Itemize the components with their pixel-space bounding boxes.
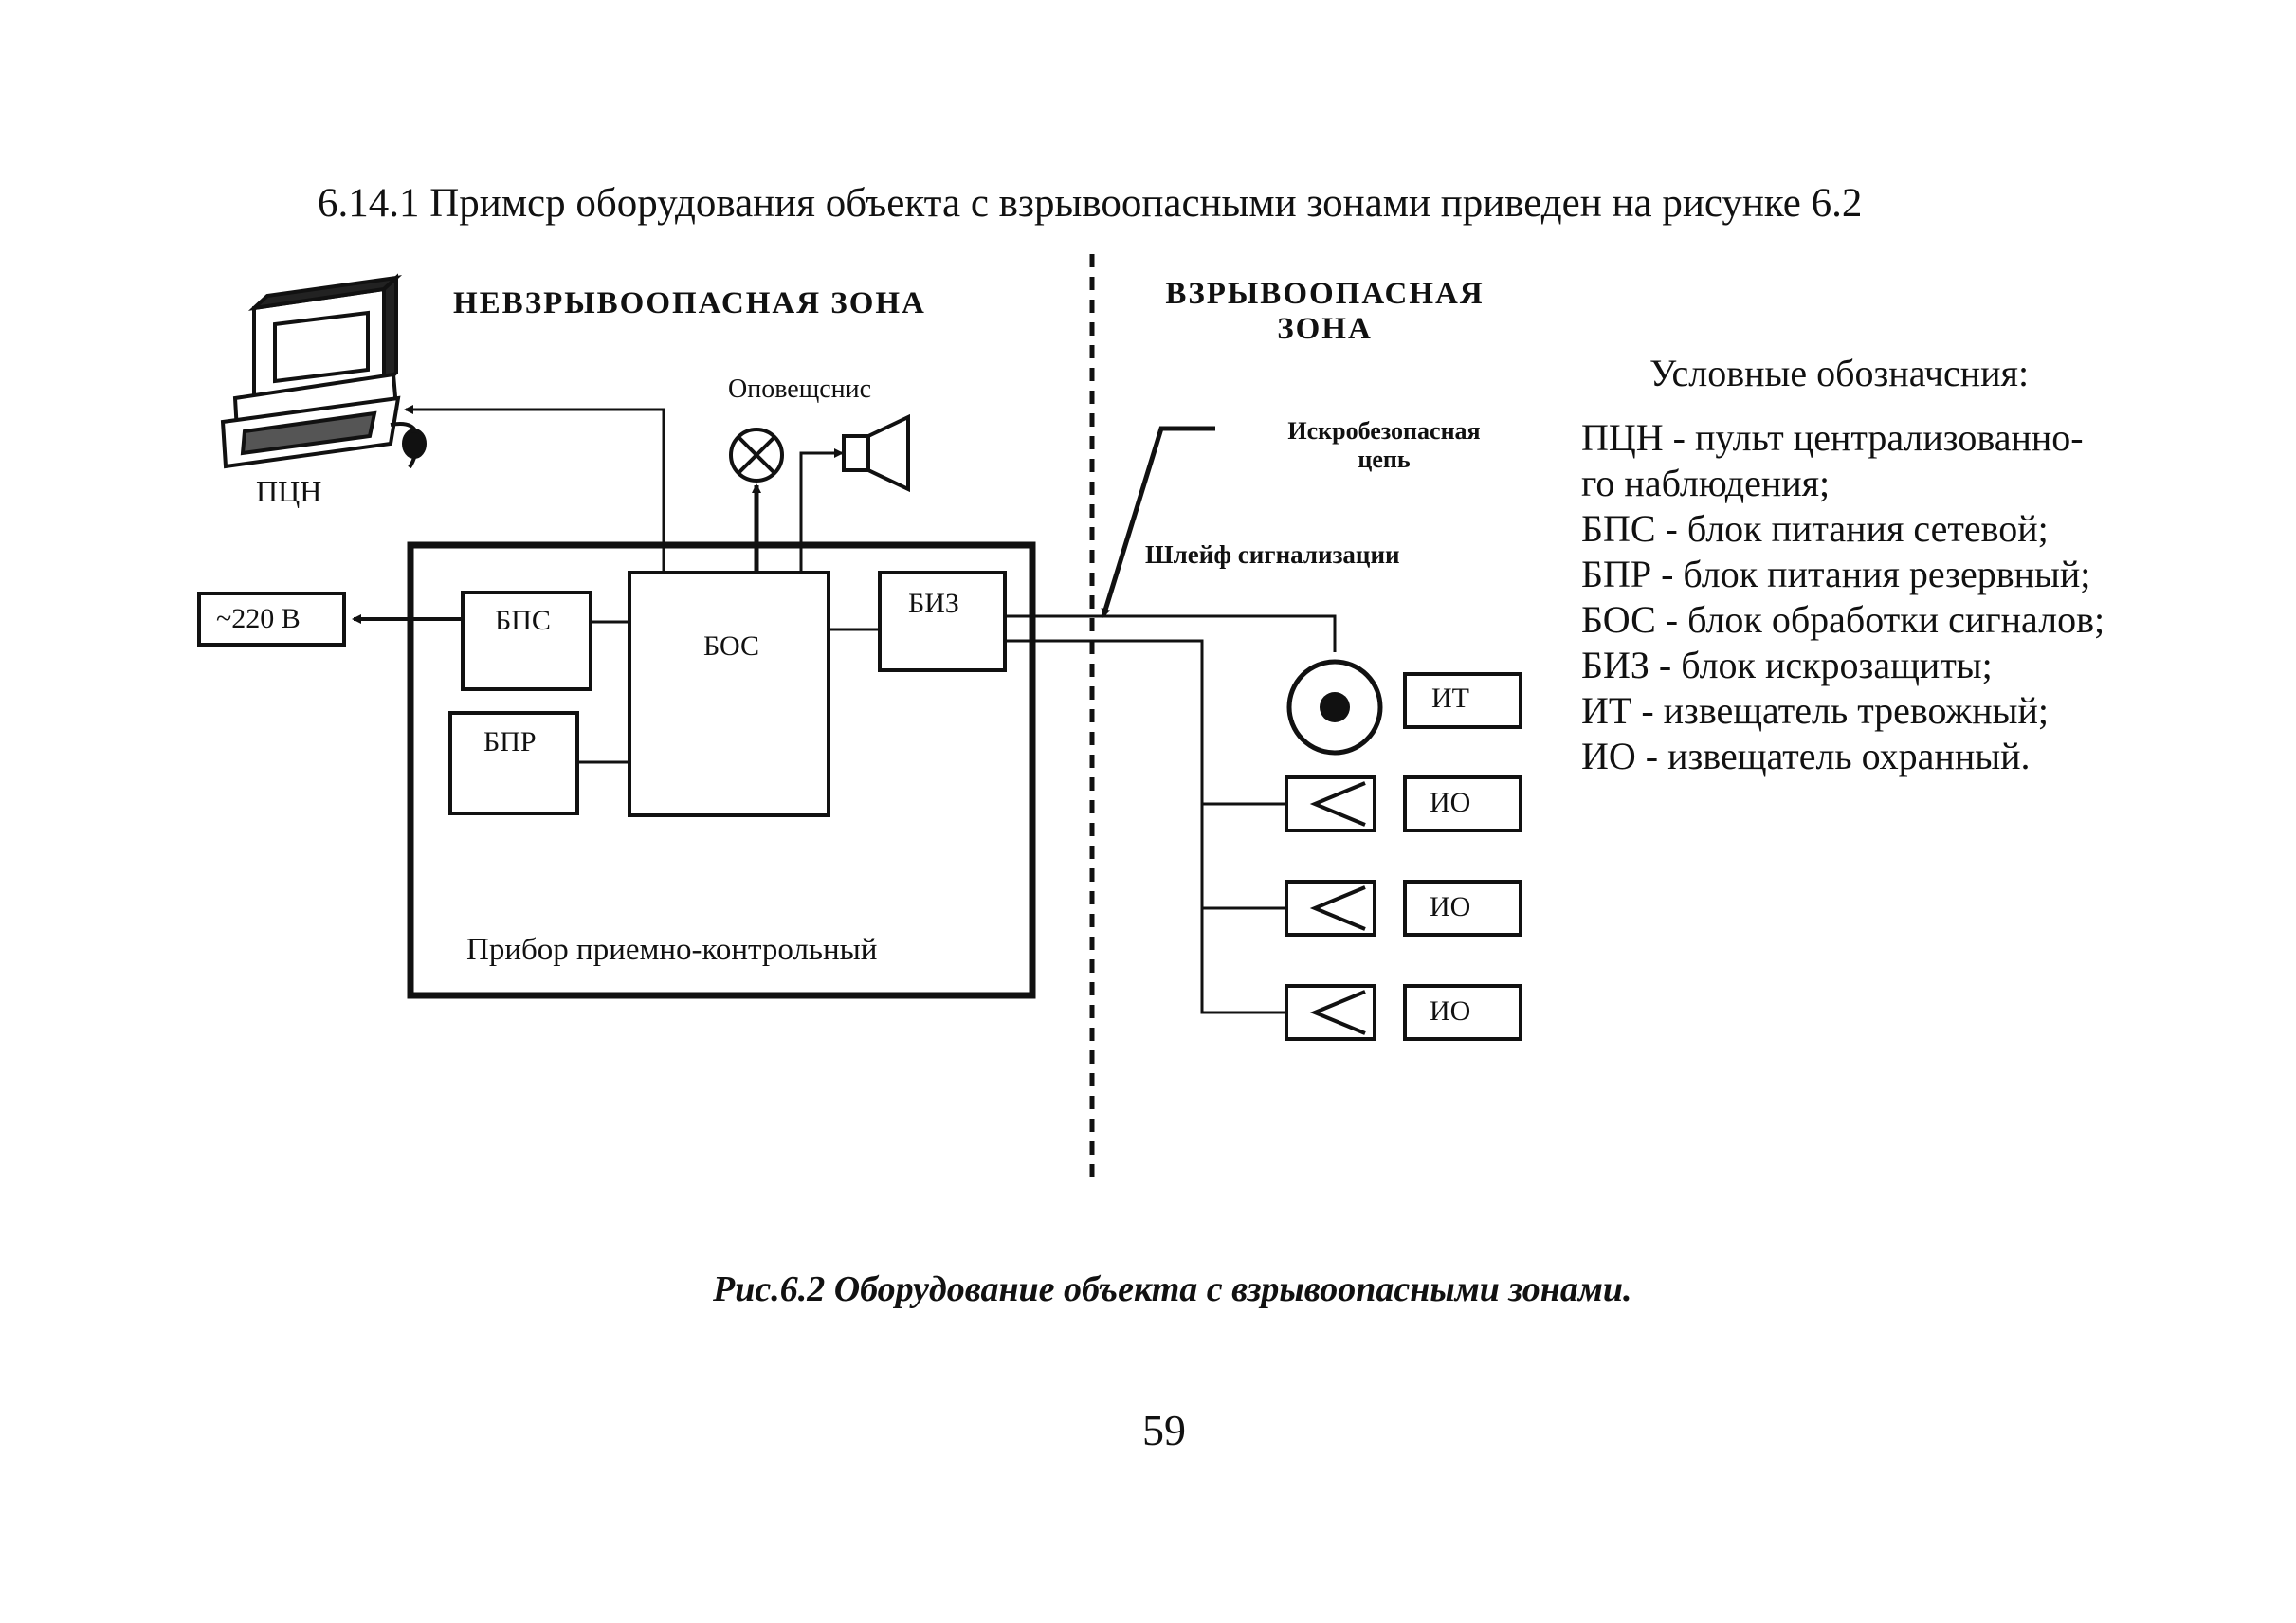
bps-block [461,591,592,691]
legend-item: БОС - блок обработки сигналов; [1581,598,2105,641]
legend-item: БПР - блок питания резервный; [1581,553,2091,595]
it-label: ИТ [1431,683,1469,714]
legend-item: ПЦН - пульт централизованно- [1581,416,2084,459]
computer-icon [220,273,427,469]
control-panel-frame [407,541,1036,999]
security-detector-icon-2 [1285,880,1376,937]
bos-label: БОС [703,630,760,662]
biz-block [878,571,1007,672]
io-box-3 [1403,984,1522,1041]
bpr-label: БПР [483,726,537,757]
legend-item: ИТ - извещатель тревожный; [1581,689,2049,732]
intrinsic-circuit-pointer [1101,426,1215,618]
io-box-2 [1403,880,1522,937]
security-detector-icon-3 [1285,984,1376,1041]
intro-paragraph: 6.14.1 Примср оборудования объекта с взр… [318,181,1863,226]
legend-item: ИО - извещатель охранный. [1581,735,2031,777]
pcn-connection-line [404,405,665,573]
legend-item: БПС - блок питания сетевой; [1581,507,2049,550]
hazard-zone-title-line1: ВЗРЫВООПАСНАЯ [1165,277,1485,311]
lamp-icon [729,428,784,483]
figure-caption: Рис.6.2 Оборудование объекта с взрывоопа… [713,1269,1632,1309]
hazard-zone-title: ВЗРЫВООПАСНАЯ ЗОНА [1133,277,1517,347]
it-box [1403,672,1522,729]
hazard-zone-title-line2: ЗОНА [1277,312,1373,346]
biz-label: БИЗ [908,588,959,619]
alarm-loop-label: Шлейф сигнализации [1145,540,1400,569]
notification-label: Оповещснис [728,374,872,404]
safe-zone-title: НЕВЗРЫВООПАСНАЯ ЗОНА [453,286,926,320]
io-label-2: ИО [1430,891,1471,922]
io-box-1 [1403,775,1522,832]
loop-wire-top [1005,614,1337,652]
speaker-icon [842,413,910,493]
intrinsic-circuit-line2: цепь [1358,446,1411,473]
bps-label: БПС [495,605,551,636]
legend-item: го наблюдения; [1581,462,1831,504]
legend-title: Условные обозначсния: [1649,352,2030,394]
security-detector-icon-1 [1285,775,1376,832]
loop-wire-main [1005,639,1286,1014]
alarm-detector-icon [1286,659,1383,756]
intrinsic-circuit-line1: Искробезопасная [1287,417,1481,445]
power-supply-box [197,592,346,647]
page-number: 59 [1142,1406,1186,1454]
computer-label: ПЦН [256,474,322,508]
legend-item: БИЗ - блок искрозащиты; [1581,644,1993,686]
control-panel-label: Прибор приемно-контрольный [466,933,878,967]
io-label-1: ИО [1430,787,1471,818]
intrinsic-circuit-label: Искробезопасная цепь [1249,417,1519,474]
speaker-connection-line [799,448,844,573]
bos-block [628,571,830,817]
io-label-3: ИО [1430,995,1471,1027]
power-supply-label: ~220 В [216,603,301,634]
legend-list: ПЦН - пульт централизованно- го наблюден… [1581,415,2105,779]
